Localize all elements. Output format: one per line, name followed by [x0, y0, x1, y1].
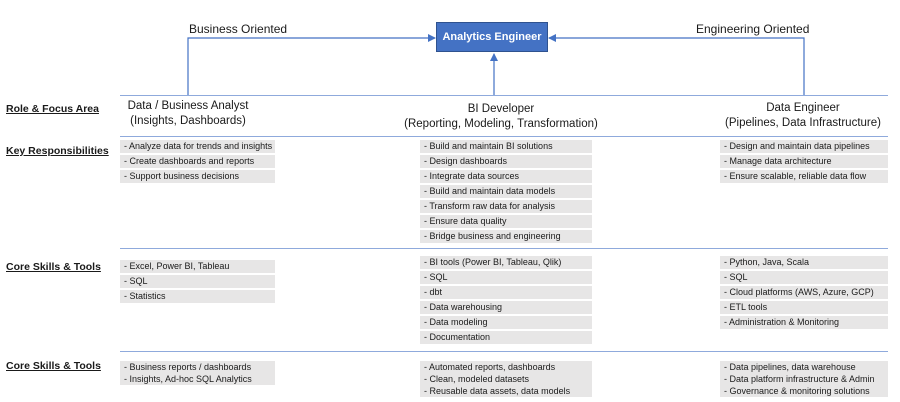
list-item: - Insights, Ad-hoc SQL Analytics: [120, 373, 275, 385]
list-item: - Build and maintain BI solutions: [420, 140, 592, 153]
column-header-bi-developer: BI Developer (Reporting, Modeling, Trans…: [380, 102, 622, 132]
row-label-role: Role & Focus Area: [6, 103, 99, 115]
list-item: - Ensure data quality: [420, 215, 592, 228]
list-item: - Data warehousing: [420, 301, 592, 314]
list-item: - Integrate data sources: [420, 170, 592, 183]
list-item: - SQL: [120, 275, 275, 288]
list-item: - Data modeling: [420, 316, 592, 329]
column-header-data-engineer: Data Engineer (Pipelines, Data Infrastru…: [700, 101, 900, 131]
column-subtitle: (Insights, Dashboards): [130, 115, 246, 127]
column-title: BI Developer: [467, 103, 535, 115]
list-item: - Build and maintain data models: [420, 185, 592, 198]
column-subtitle: (Pipelines, Data Infrastructure): [725, 117, 881, 129]
column-subtitle: (Reporting, Modeling, Transformation): [404, 118, 598, 130]
list-item: - Reusable data assets, data models: [420, 385, 592, 397]
list-item: - Create dashboards and reports: [120, 155, 275, 168]
list-item: - Data platform infrastructure & Admin: [720, 373, 888, 385]
list-item: - Statistics: [120, 290, 275, 303]
list-item: - Clean, modeled datasets: [420, 373, 592, 385]
list-item: - Support business decisions: [120, 170, 275, 183]
analytics-engineer-box: Analytics Engineer: [436, 22, 548, 52]
list-item: - SQL: [720, 271, 888, 284]
list-item: - Design dashboards: [420, 155, 592, 168]
column-header-analyst: Data / Business Analyst (Insights, Dashb…: [108, 99, 268, 129]
row-label-responsibilities: Key Responsibilities: [6, 145, 109, 157]
list-item: - SQL: [420, 271, 592, 284]
row-label-outputs: Core Skills & Tools: [6, 360, 101, 372]
list-item: - Cloud platforms (AWS, Azure, GCP): [720, 286, 888, 299]
list-item: - Data pipelines, data warehouse: [720, 361, 888, 373]
list-item: - Transform raw data for analysis: [420, 200, 592, 213]
list-item: - Bridge business and engineering: [420, 230, 592, 243]
list-item: - Administration & Monitoring: [720, 316, 888, 329]
business-oriented-label: Business Oriented: [189, 22, 288, 36]
list-item: - Automated reports, dashboards: [420, 361, 592, 373]
divider-outputs: [120, 351, 888, 352]
engineering-oriented-label: Engineering Oriented: [696, 22, 810, 36]
list-item: - Excel, Power BI, Tableau: [120, 260, 275, 273]
column-title: Data Engineer: [766, 102, 840, 114]
divider-responsibilities: [120, 136, 888, 137]
list-item: - Business reports / dashboards: [120, 361, 275, 373]
list-item: - dbt: [420, 286, 592, 299]
right-connector-arrow: [548, 34, 805, 95]
column-title: Data / Business Analyst: [127, 100, 249, 112]
list-item: - Analyze data for trends and insights: [120, 140, 275, 153]
divider-role: [120, 95, 888, 96]
left-connector-arrow: [187, 34, 436, 95]
list-item: - Ensure scalable, reliable data flow: [720, 170, 888, 183]
divider-skills: [120, 248, 888, 249]
list-item: - Governance & monitoring solutions: [720, 385, 888, 397]
list-item: - Manage data architecture: [720, 155, 888, 168]
row-label-skills: Core Skills & Tools: [6, 261, 101, 273]
list-item: - ETL tools: [720, 301, 888, 314]
list-item: - Documentation: [420, 331, 592, 344]
list-item: - Design and maintain data pipelines: [720, 140, 888, 153]
list-item: - Python, Java, Scala: [720, 256, 888, 269]
list-item: - BI tools (Power BI, Tableau, Qlik): [420, 256, 592, 269]
